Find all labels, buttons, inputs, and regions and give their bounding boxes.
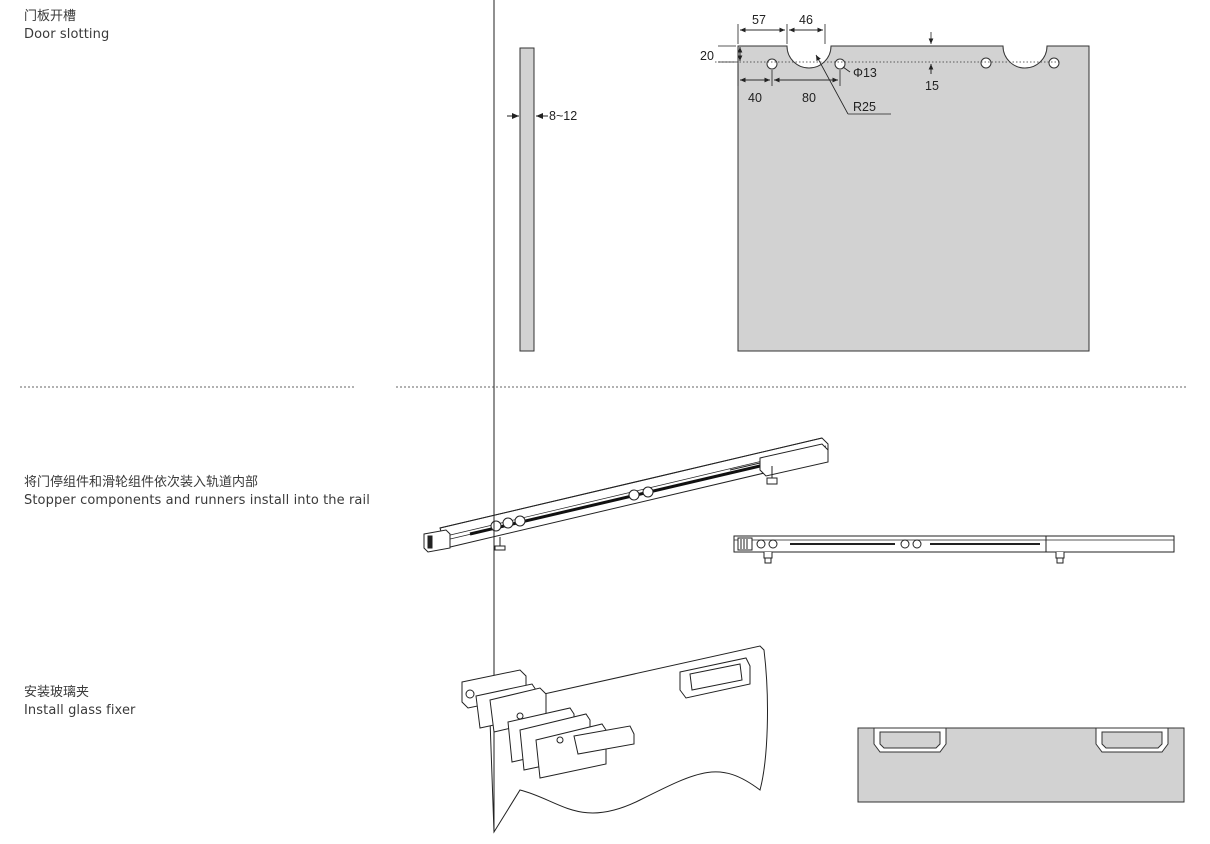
rail-isometric-illustration [423,437,829,553]
dim-46: 46 [799,13,813,27]
glass-fixer-front-view [857,727,1185,803]
caption-door-slotting: 门板开槽 Door slotting [24,8,109,44]
door-side-view [507,47,548,352]
hole-2 [834,58,846,70]
caption-install-rail: 将门停组件和滑轮组件依次装入轨道内部 Stopper components an… [24,474,370,510]
caption-door-slotting-zh: 门板开槽 [24,9,77,24]
dim-phi13: Φ13 [853,66,877,80]
hole-1 [766,58,778,70]
dim-20: 20 [700,49,714,63]
dim-r25: R25 [853,100,876,114]
dimension-lines [718,24,934,115]
dim-57: 57 [752,13,766,27]
caption-glass-fixer: 安装玻璃夹 Install glass fixer [24,684,136,720]
dim-40: 40 [748,91,762,105]
rail-side-view-illustration [733,535,1175,564]
door-front-view [715,45,1090,352]
caption-door-slotting-en: Door slotting [24,27,110,42]
hole-4 [1048,57,1060,69]
dim-15: 15 [925,79,939,93]
dim-80: 80 [802,91,816,105]
caption-install-rail-en: Stopper components and runners install i… [24,493,370,508]
caption-install-rail-zh: 将门停组件和滑轮组件依次装入轨道内部 [24,475,259,490]
caption-glass-fixer-zh: 安装玻璃夹 [24,685,90,700]
caption-glass-fixer-en: Install glass fixer [24,703,136,718]
hole-3 [980,57,992,69]
dim-thickness: 8~12 [549,109,577,123]
glass-fixer-illustration [461,0,768,834]
